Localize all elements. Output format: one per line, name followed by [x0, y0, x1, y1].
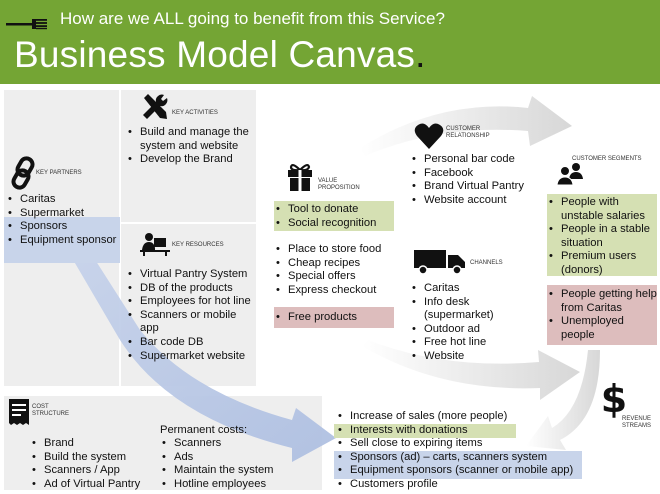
key-resources-list: Virtual Pantry System DB of the products… — [126, 268, 256, 363]
list-item: Build and manage the system and website — [126, 126, 254, 153]
page-title: Business Model Canvas. — [14, 34, 426, 76]
list-item: Supermarket — [6, 207, 118, 221]
panel-divider-vertical — [119, 90, 121, 386]
list-item: Ad of Virtual Pantry — [30, 478, 158, 492]
list-item: Caritas — [410, 282, 534, 296]
list-item: Interests with donations — [336, 424, 586, 438]
receipt-icon — [9, 399, 29, 425]
customer-relationship-list: Personal bar code Facebook Brand Virtual… — [410, 153, 542, 207]
customer-segments-list-2: People getting help from Caritas Unemplo… — [547, 288, 657, 342]
value-proposition-group-3: Free products — [274, 307, 394, 328]
chain-link-icon — [11, 156, 35, 190]
list-item: Free products — [274, 311, 394, 325]
list-item: Facebook — [410, 167, 542, 181]
key-activities-label: KEY ACTIVITIES — [172, 110, 218, 116]
list-item: Personal bar code — [410, 153, 542, 167]
list-item: Cheap recipes — [274, 257, 394, 271]
list-item: Free hot line — [410, 336, 534, 350]
customer-segments-group-2: People getting help from Caritas Unemplo… — [547, 285, 657, 345]
list-item: Sponsors — [6, 220, 118, 234]
list-item: Outdoor ad — [410, 323, 534, 337]
heart-icon — [414, 123, 444, 149]
list-item: Customers profile — [336, 478, 586, 492]
channels-label: CHANNELS — [470, 260, 503, 266]
permanent-costs-label: Permanent costs: — [160, 424, 248, 436]
person-at-desk-icon — [140, 233, 170, 256]
revenue-streams-list: Increase of sales (more people) Interest… — [336, 410, 586, 492]
panel-divider-horizontal — [121, 222, 256, 224]
value-proposition-list-3: Free products — [274, 311, 394, 325]
list-item: Sponsors (ad) – carts, scanners system — [336, 451, 586, 465]
dollar-icon: $ — [601, 378, 627, 418]
list-item: Place to store food — [274, 243, 394, 257]
list-item: Website account — [410, 194, 542, 208]
list-item: DB of the products — [126, 282, 256, 296]
list-item: Caritas — [6, 193, 118, 207]
list-item: Unemployed people — [547, 315, 657, 342]
key-resources-label: KEY RESOURCES — [172, 242, 224, 248]
list-item: Supermarket website — [126, 350, 256, 364]
list-item: Premium users (donors) — [547, 250, 657, 277]
title-text: Business Model Canvas — [14, 34, 416, 75]
customer-segments-list-1: People with unstable salaries People in … — [547, 196, 657, 278]
list-item: Develop the Brand — [126, 153, 254, 167]
list-item: Ads — [160, 451, 310, 465]
list-item: Increase of sales (more people) — [336, 410, 586, 424]
truck-icon — [414, 250, 465, 275]
header-bar — [0, 0, 660, 84]
value-proposition-list-2: Place to store food Cheap recipes Specia… — [274, 243, 394, 297]
list-item: Scanners or mobile app — [126, 309, 256, 336]
customer-segments-group-1: People with unstable salaries People in … — [547, 194, 657, 276]
users-icon — [556, 163, 583, 186]
list-item: Info desk (supermarket) — [410, 296, 534, 323]
list-item: Express checkout — [274, 284, 394, 298]
tools-icon — [143, 94, 168, 119]
list-item: People with unstable salaries — [547, 196, 657, 223]
arc-arrow-top — [360, 96, 572, 156]
list-item: People getting help from Caritas — [547, 288, 657, 315]
cost-structure-list: Brand Build the system Scanners / App Ad… — [30, 437, 158, 491]
list-item: Brand — [30, 437, 158, 451]
list-item: Brand Virtual Pantry — [410, 180, 542, 194]
fork-icon — [6, 19, 47, 30]
svg-text:$: $ — [601, 378, 627, 418]
list-item: Equipment sponsor — [6, 234, 118, 248]
page-subtitle: How are we ALL going to benefit from thi… — [60, 9, 445, 28]
list-item: Sell close to expiring items — [336, 437, 586, 451]
key-partners-list: Caritas Supermarket Sponsors Equipment s… — [6, 193, 118, 247]
list-item: Employees for hot line — [126, 295, 256, 309]
list-item: Social recognition — [274, 217, 394, 231]
list-item: Website — [410, 350, 534, 364]
permanent-costs-list: Scanners Ads Maintain the system Hotline… — [160, 437, 310, 491]
value-proposition-list-1: Tool to donate Social recognition — [274, 203, 394, 230]
gift-icon — [288, 163, 312, 191]
list-item: Scanners / App — [30, 464, 158, 478]
list-item: Scanners — [160, 437, 310, 451]
list-item: Special offers — [274, 270, 394, 284]
key-partners-label: KEY PARTNERS — [36, 170, 82, 176]
key-activities-list: Build and manage the system and website … — [126, 126, 254, 167]
list-item: Maintain the system — [160, 464, 310, 478]
customer-segments-label: CUSTOMER SEGMENTS — [572, 156, 642, 162]
list-item: Build the system — [30, 451, 158, 465]
list-item: Equipment sponsors (scanner or mobile ap… — [336, 464, 586, 478]
list-item: Bar code DB — [126, 336, 256, 350]
list-item: Tool to donate — [274, 203, 394, 217]
value-proposition-group-1: Tool to donate Social recognition — [274, 201, 394, 231]
list-item: Hotline employees — [160, 478, 310, 492]
channels-list: Caritas Info desk (supermarket) Outdoor … — [410, 282, 534, 364]
title-dot: . — [415, 34, 426, 75]
list-item: Virtual Pantry System — [126, 268, 256, 282]
list-item: People in a stable situation — [547, 223, 657, 250]
